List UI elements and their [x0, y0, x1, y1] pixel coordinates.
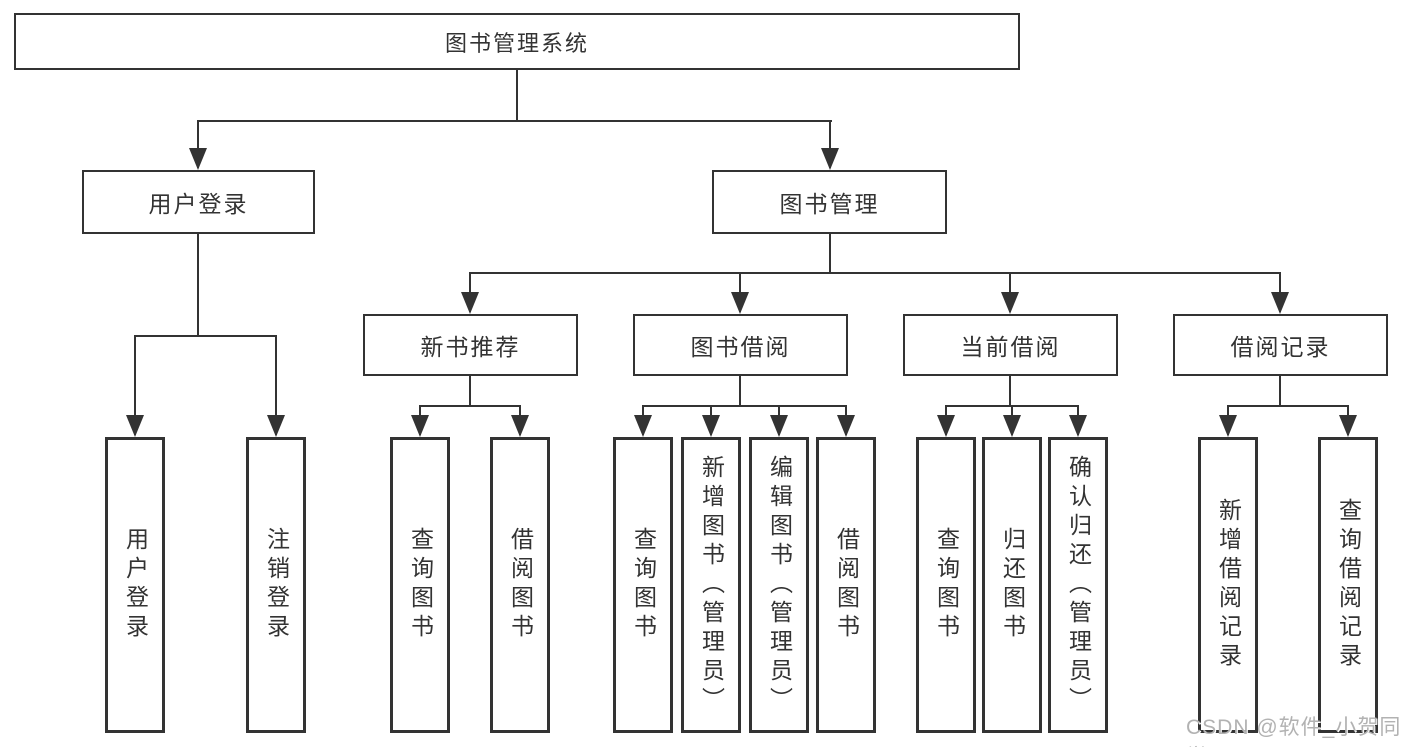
connector-line	[419, 405, 521, 407]
arrow-down-icon	[126, 415, 144, 437]
arrow-down-icon	[511, 415, 529, 437]
connector-line	[134, 335, 277, 337]
csdn-watermark: CSDN @软件_小贺同学	[1186, 716, 1402, 747]
node-new-book-recommend: 新书推荐	[363, 314, 578, 376]
arrow-down-icon	[1003, 415, 1021, 437]
leaf-query-borrow-record: 查询借阅记录	[1318, 437, 1378, 733]
arrow-down-icon	[411, 415, 429, 437]
arrow-down-icon	[937, 415, 955, 437]
connector-line	[739, 376, 741, 405]
arrow-down-icon	[189, 148, 207, 170]
arrow-down-icon	[1001, 292, 1019, 314]
connector-line	[1279, 376, 1281, 405]
connector-line	[197, 234, 199, 335]
arrow-down-icon	[731, 292, 749, 314]
arrow-down-icon	[461, 292, 479, 314]
connector-line	[1227, 405, 1349, 407]
arrow-down-icon	[837, 415, 855, 437]
arrow-down-icon	[634, 415, 652, 437]
arrow-down-icon	[1219, 415, 1237, 437]
leaf-user-login: 用户登录	[105, 437, 165, 733]
arrow-down-icon	[1069, 415, 1087, 437]
connector-line	[516, 70, 518, 120]
arrow-down-icon	[702, 415, 720, 437]
node-current-borrowing: 当前借阅	[903, 314, 1118, 376]
node-user-login: 用户登录	[82, 170, 315, 234]
leaf-add-books-admin: 新增图书（管理员）	[681, 437, 741, 733]
connector-line	[134, 335, 136, 435]
leaf-query-books-recommend: 查询图书	[390, 437, 450, 733]
connector-line	[829, 234, 831, 272]
node-library-management-system: 图书管理系统	[14, 13, 1020, 70]
leaf-return-books: 归还图书	[982, 437, 1042, 733]
arrow-down-icon	[770, 415, 788, 437]
connector-line	[1009, 376, 1011, 405]
connector-line	[275, 335, 277, 435]
connector-line	[469, 272, 1281, 274]
leaf-borrow-books-recommend: 借阅图书	[490, 437, 550, 733]
leaf-confirm-return-admin: 确认归还（管理员）	[1048, 437, 1108, 733]
node-borrow-records: 借阅记录	[1173, 314, 1388, 376]
connector-line	[197, 120, 832, 122]
connector-line	[642, 405, 847, 407]
leaf-edit-books-admin: 编辑图书（管理员）	[749, 437, 809, 733]
arrow-down-icon	[821, 148, 839, 170]
leaf-query-books-borrowing: 查询图书	[613, 437, 673, 733]
arrow-down-icon	[267, 415, 285, 437]
arrow-down-icon	[1271, 292, 1289, 314]
leaf-borrow-books-borrowing: 借阅图书	[816, 437, 876, 733]
leaf-logout: 注销登录	[246, 437, 306, 733]
arrow-down-icon	[1339, 415, 1357, 437]
connector-line	[829, 120, 831, 168]
leaf-add-borrow-record: 新增借阅记录	[1198, 437, 1258, 733]
connector-line	[197, 120, 199, 168]
connector-line	[469, 376, 471, 405]
leaf-query-books-current: 查询图书	[916, 437, 976, 733]
node-book-borrowing: 图书借阅	[633, 314, 848, 376]
node-book-management: 图书管理	[712, 170, 947, 234]
